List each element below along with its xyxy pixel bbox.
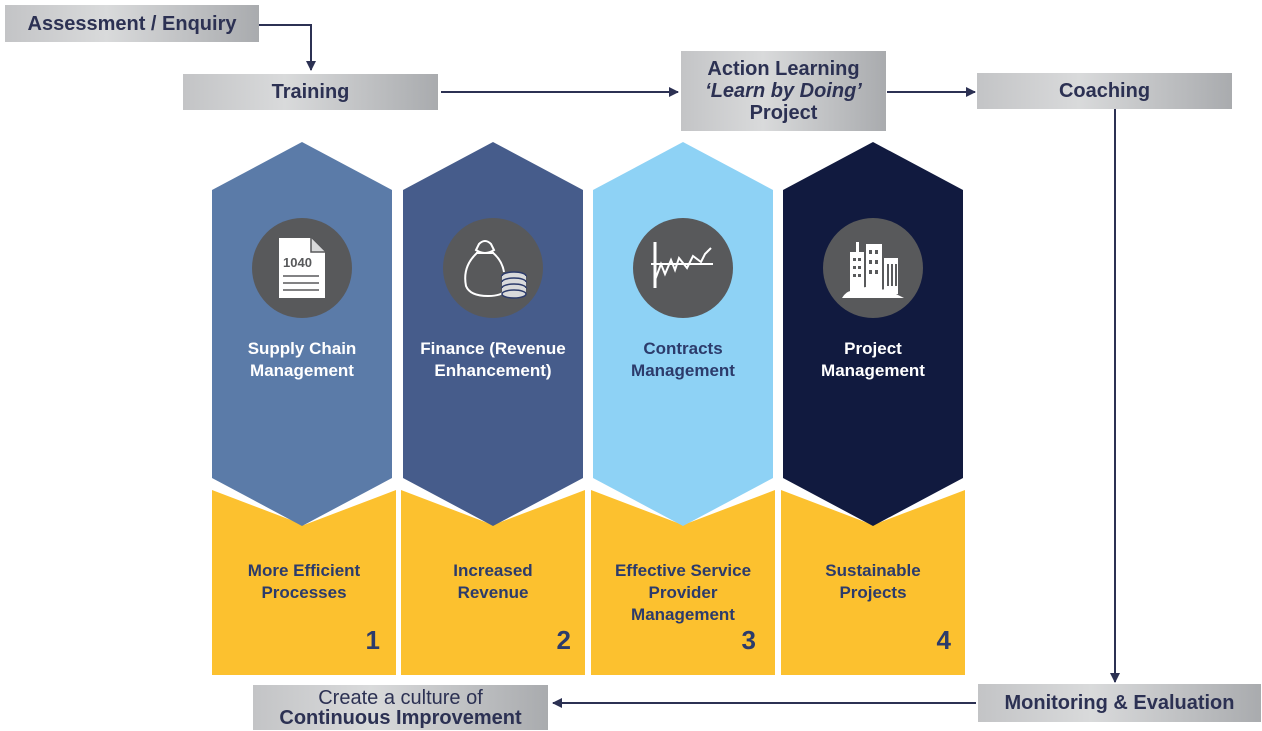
outcome-2-line2: Revenue [457,583,529,602]
culture-line1: Create a culture of [318,686,483,709]
action-learning-line1: Action Learning [707,58,860,80]
action-learning-box: Action Learning ‘Learn by Doing’ Project [681,51,886,131]
coaching-label: Coaching [1058,80,1151,102]
hexagon-4 [783,142,963,526]
outcome-4-line2: Projects [839,583,907,602]
outcome-3-line3: Management [631,605,735,624]
outcome-text-4: Sustainable Projects [781,560,965,604]
column-title-3-line1: Contracts [643,339,723,358]
tax-form-icon: 1040 [279,238,325,298]
column-title-1-line2: Management [250,361,354,380]
outcome-3-line1: Effective Service [614,561,752,580]
monitoring-label: Monitoring & Evaluation [1004,692,1235,714]
column-title-3: Contracts Management [593,338,773,382]
outcome-text-3: Effective Service Provider Management [591,560,775,626]
outcome-number-2: 2 [556,625,571,655]
training-label: Training [271,81,350,103]
column-title-1-line1: Supply Chain [247,339,357,358]
hexagon-1 [212,142,392,526]
outcome-1-line1: More Efficient [247,561,361,580]
assessment-box: Assessment / Enquiry [5,5,259,42]
outcome-1-line2: Processes [261,583,347,602]
outcome-3-line2: Provider [648,583,718,602]
outcome-number-4: 4 [936,625,951,655]
icon-circle-2 [443,218,543,318]
money-bag-icon [464,240,527,299]
training-box: Training [183,74,438,110]
form-number-text: 1040 [283,255,312,270]
icon-circle-4 [823,218,923,318]
buildings-icon [842,242,904,298]
column-title-4: Project Management [783,338,963,382]
monitoring-box: Monitoring & Evaluation [978,684,1261,722]
action-learning-line3: Project [749,102,818,124]
culture-line2: Continuous Improvement [279,706,522,729]
outcome-number-1: 1 [365,625,380,655]
outcome-4-line1: Sustainable [825,561,921,580]
column-title-4-line1: Project [844,339,902,358]
column-title-4-line2: Management [821,361,925,380]
column-title-1: Supply Chain Management [212,338,392,382]
outcome-2-line1: Increased [453,561,533,580]
column-title-2-line1: Finance (Revenue [420,339,566,358]
column-title-2-line2: Enhancement) [434,361,552,380]
column-title-3-line2: Management [631,361,735,380]
outcome-text-2: Increased Revenue [401,560,585,604]
assessment-label: Assessment / Enquiry [27,12,237,35]
hexagon-2 [403,142,583,526]
icon-circle-1: 1040 [252,218,352,318]
outcome-text-1: More Efficient Processes [212,560,396,604]
action-learning-line2: ‘Learn by Doing’ [705,80,862,102]
line-chart-icon [651,242,713,288]
culture-box: Create a culture of Continuous Improveme… [253,685,548,730]
arrow-assessment-to-training [258,24,316,71]
coaching-box: Coaching [977,73,1232,109]
hexagon-3 [593,142,773,526]
icon-circle-3 [633,218,733,318]
column-title-2: Finance (Revenue Enhancement) [403,338,583,382]
outcome-number-3: 3 [741,625,756,655]
